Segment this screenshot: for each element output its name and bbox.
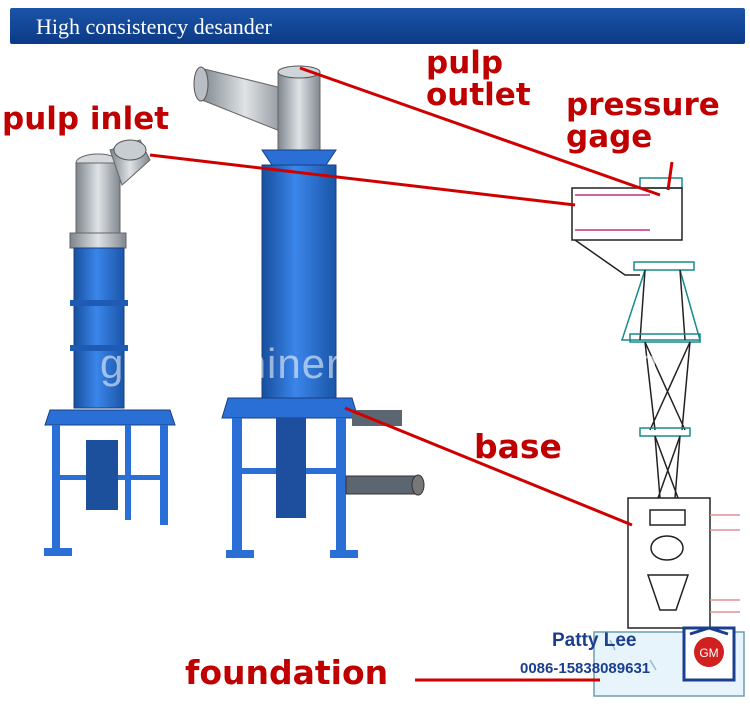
- large-desander-machine: [193, 65, 425, 558]
- technical-drawing: [571, 177, 745, 697]
- watermark-text: gmmachinery.en.alibaba.com: [100, 340, 672, 387]
- base-leader: [344, 406, 633, 527]
- leader-lines: [149, 66, 674, 682]
- label-pressure-gage-line2: gage: [566, 119, 653, 155]
- label-pulp-outlet-line2: outlet: [426, 77, 531, 113]
- gm-logo: GM: [682, 626, 736, 682]
- pulp-inlet-leader: [149, 153, 576, 207]
- logo-text: GM: [699, 646, 718, 660]
- label-pulp-inlet: pulp inlet: [2, 101, 170, 137]
- contact-phone: 0086-15838089631: [520, 660, 651, 677]
- title-banner: High consistency desander: [10, 8, 745, 44]
- label-base: base: [474, 427, 562, 466]
- page-title: High consistency desander: [36, 14, 272, 39]
- contact-name: Patty Lee: [552, 630, 637, 651]
- pulp-outlet-leader: [299, 66, 661, 197]
- label-foundation: foundation: [185, 653, 389, 692]
- small-desander-machine: [44, 139, 176, 556]
- pressure-gage-leader: [666, 161, 674, 191]
- label-pulp-outlet-line1: pulp: [426, 45, 504, 81]
- label-pressure-gage-line1: pressure: [566, 87, 720, 123]
